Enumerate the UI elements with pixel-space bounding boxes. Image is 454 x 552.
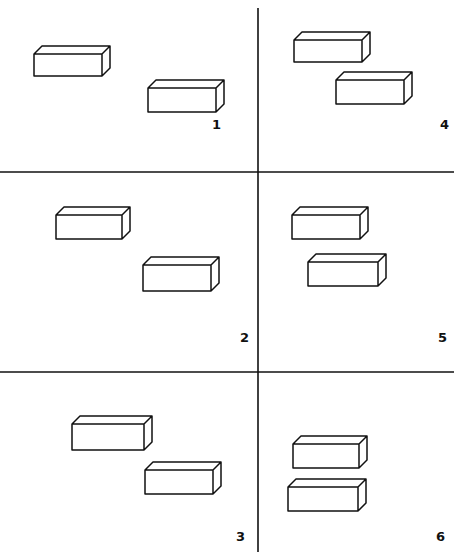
panel-divider (0, 8, 454, 552)
brick-blocks (34, 32, 412, 511)
panel-number: 3 (236, 530, 245, 543)
panel-number: 5 (438, 331, 447, 344)
panel-number: 2 (240, 331, 249, 344)
panel-number: 4 (440, 118, 449, 131)
panel-number: 6 (436, 530, 445, 543)
panel-number: 1 (212, 118, 221, 131)
